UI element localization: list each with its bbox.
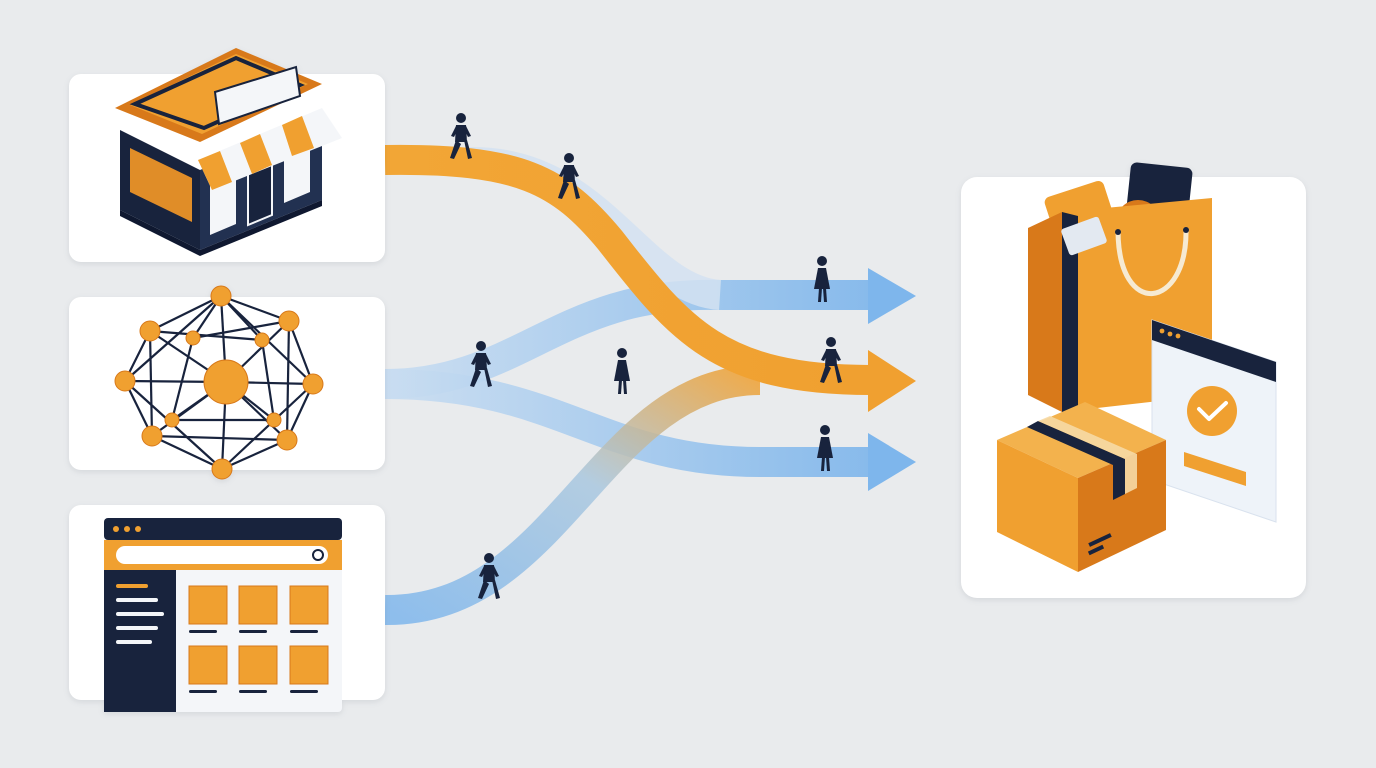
network-graph-icon (114, 285, 324, 480)
storefront-icon (115, 48, 342, 256)
shopping-bag-box-checkout-icon (997, 162, 1277, 572)
search-icon (312, 549, 324, 561)
flow-store-to-middle (384, 144, 871, 395)
arrowhead-top (868, 268, 916, 324)
source-card-storefront (69, 48, 385, 262)
web-store-icon (104, 518, 342, 712)
walker (614, 348, 630, 394)
source-card-online-shop (69, 505, 385, 712)
flow-arrowheads (868, 268, 916, 491)
destination-card (961, 162, 1306, 598)
arrowhead-middle (868, 350, 916, 412)
source-card-network (69, 285, 385, 480)
check-icon (1187, 386, 1237, 436)
arrowhead-bottom (868, 433, 916, 491)
flow-online-to-middle (384, 365, 761, 626)
flow-lines (384, 144, 871, 626)
flow-network-to-bottom (384, 369, 870, 477)
